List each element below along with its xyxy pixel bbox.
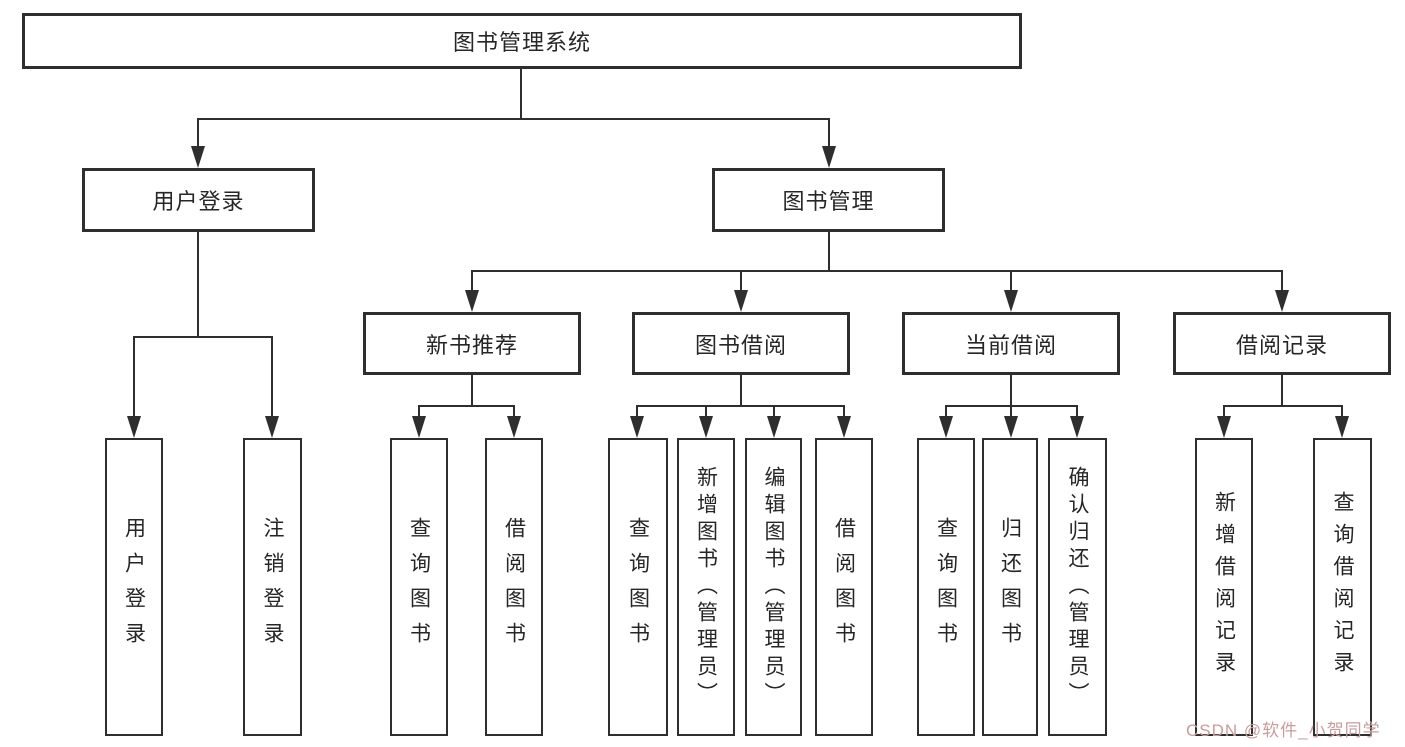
arrowhead [1004,416,1018,438]
arrowhead [191,146,205,168]
connector-vline [828,232,830,271]
arrowhead [734,290,748,312]
connector-vline [471,270,473,291]
leaf-logout-label: 注销登录 [261,517,284,657]
leaf-logout: 注销登录 [243,438,302,736]
leaf-add-borrow-record-label: 新增借阅记录 [1212,491,1236,683]
leaf-query-books-recommend: 查询图书 [390,438,448,736]
connector-vline [705,405,707,417]
arrowhead [1070,416,1084,438]
connector-hline [471,270,1283,272]
connector-vline [740,270,742,291]
connector-vline [1010,375,1012,406]
arrowhead [1275,290,1289,312]
connector-hline [418,405,515,407]
arrowhead [837,416,851,438]
connector-vline [1010,405,1012,417]
arrowhead [507,416,521,438]
leaf-user-login: 用户登录 [105,438,163,736]
leaf-query-borrow-record: 查询借阅记录 [1313,438,1372,736]
leaf-query-borrow-record-label: 查询借阅记录 [1331,491,1354,683]
node-user-login: 用户登录 [82,168,315,232]
arrowhead [412,416,426,438]
connector-vline [740,375,742,406]
arrowhead [767,416,781,438]
node-root-label: 图书管理系统 [452,30,591,55]
leaf-edit-books-admin: 编辑图书（管理员） [745,438,802,736]
connector-vline [271,336,273,417]
csdn-watermark: CSDN @软件_小贺同学 [1186,721,1381,740]
connector-vline [1076,405,1078,417]
leaf-query-books-borrow-label: 查询图书 [626,517,650,657]
node-new-book-recommend-label: 新书推荐 [425,332,518,358]
leaf-user-login-label: 用户登录 [122,517,146,657]
connector-vline [418,405,420,417]
connector-hline [133,336,273,338]
connector-vline [513,405,515,417]
arrowhead [127,416,141,438]
connector-vline [1281,375,1283,406]
arrowhead [699,416,713,438]
connector-vline [520,69,522,119]
node-current-borrow: 当前借阅 [902,312,1120,375]
connector-hline [197,118,830,120]
leaf-query-books-borrow: 查询图书 [608,438,668,736]
connector-vline [133,336,135,417]
arrowhead [630,416,644,438]
node-current-borrow-label: 当前借阅 [964,332,1057,358]
leaf-query-books-current-label: 查询图书 [934,517,958,657]
arrowhead [1335,416,1349,438]
node-root: 图书管理系统 [22,13,1022,69]
leaf-add-books-admin-label: 新增图书（管理员） [694,465,718,709]
connector-vline [197,232,199,337]
leaf-return-books: 归还图书 [982,438,1038,736]
connector-vline [1223,405,1225,417]
node-borrow-records: 借阅记录 [1173,312,1391,375]
arrowhead [465,290,479,312]
leaf-confirm-return-admin: 确认归还（管理员） [1048,438,1107,736]
leaf-add-books-admin: 新增图书（管理员） [677,438,735,736]
node-book-management: 图书管理 [712,168,945,232]
leaf-borrow-books-recommend-label: 借阅图书 [502,517,526,657]
node-book-management-label: 图书管理 [782,189,875,214]
connector-hline [636,405,845,407]
connector-vline [945,405,947,417]
arrowhead [265,416,279,438]
connector-vline [1010,270,1012,291]
leaf-borrow-books-label: 借阅图书 [832,517,856,657]
node-book-borrow-label: 图书借阅 [694,332,787,358]
leaf-confirm-return-admin-label: 确认归还（管理员） [1066,465,1089,709]
connector-vline [636,405,638,417]
connector-vline [773,405,775,417]
leaf-query-books-recommend-label: 查询图书 [407,517,431,657]
leaf-edit-books-admin-label: 编辑图书（管理员） [762,465,785,709]
connector-vline [1281,270,1283,291]
arrowhead [1217,416,1231,438]
connector-vline [197,118,199,146]
connector-vline [1341,405,1343,417]
arrowhead [1004,290,1018,312]
arrowhead [822,146,836,168]
leaf-return-books-label: 归还图书 [998,517,1022,657]
connector-vline [471,375,473,406]
connector-vline [828,118,830,146]
leaf-borrow-books: 借阅图书 [815,438,873,736]
connector-vline [843,405,845,417]
leaf-borrow-books-recommend: 借阅图书 [485,438,543,736]
node-new-book-recommend: 新书推荐 [363,312,581,375]
leaf-query-books-current: 查询图书 [917,438,975,736]
leaf-add-borrow-record: 新增借阅记录 [1195,438,1253,736]
node-user-login-label: 用户登录 [152,189,245,214]
node-book-borrow: 图书借阅 [632,312,850,375]
connector-hline [1223,405,1343,407]
arrowhead [939,416,953,438]
node-borrow-records-label: 借阅记录 [1235,332,1328,358]
